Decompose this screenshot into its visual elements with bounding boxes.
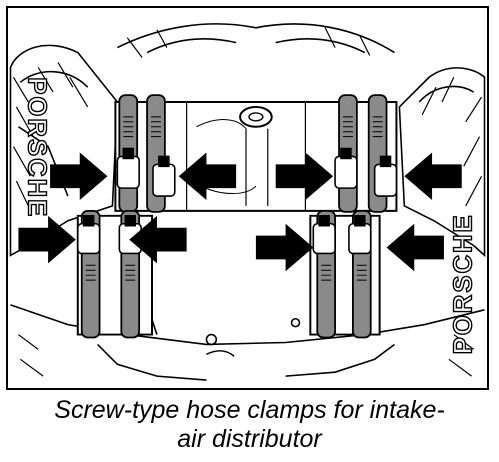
clamp-screws bbox=[76, 147, 398, 255]
arrow-right-3 bbox=[18, 215, 76, 264]
arrow-right-2 bbox=[275, 152, 334, 200]
arrow-right-1 bbox=[50, 152, 108, 200]
hose-clamp-illustration: PORSCHE PORSCHE bbox=[9, 23, 486, 381]
upper-intake-tube bbox=[114, 101, 398, 212]
caption-line-1: Screw-type hose clamps for intake- bbox=[54, 396, 445, 424]
arrow-left-4 bbox=[386, 223, 444, 272]
illustration-frame: PORSCHE PORSCHE bbox=[6, 6, 489, 390]
figure-caption: Screw-type hose clamps for intake- air d… bbox=[0, 396, 499, 454]
arrow-right-4 bbox=[255, 223, 314, 272]
logo-right: PORSCHE bbox=[450, 213, 478, 354]
arrow-left-2 bbox=[404, 152, 462, 200]
caption-line-2: air distributor bbox=[177, 425, 322, 453]
pointer-arrows bbox=[18, 152, 462, 272]
clamp-slots bbox=[85, 116, 383, 281]
arrow-left-3 bbox=[129, 215, 187, 264]
arrow-left-1 bbox=[178, 152, 237, 200]
logo-left: PORSCHE bbox=[22, 77, 50, 218]
